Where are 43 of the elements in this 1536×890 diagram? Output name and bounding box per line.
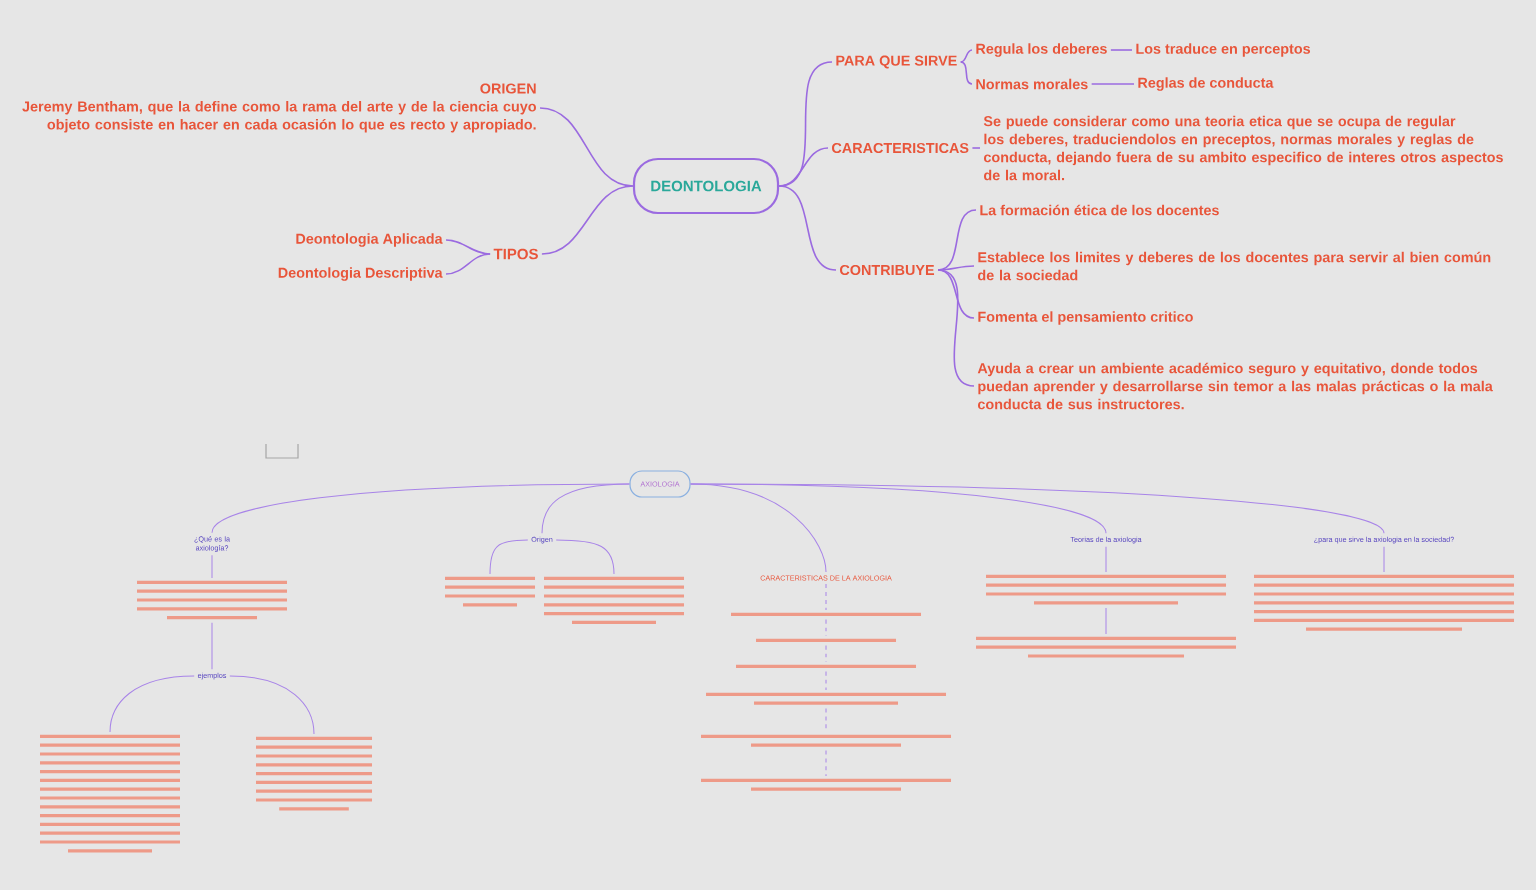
connector-line (937, 269, 975, 387)
connector-line (690, 483, 1385, 534)
connector-line (1105, 546, 1107, 573)
connector-line (1383, 546, 1385, 573)
connector-line (825, 749, 827, 777)
blurred-text-drawing (137, 580, 287, 620)
blurred-text-drawing (544, 576, 684, 624)
connector-line (1090, 83, 1135, 85)
blurred-text-drawing (706, 692, 946, 705)
connector-line (959, 61, 973, 85)
connector-line (825, 619, 827, 637)
connector-line (937, 209, 977, 271)
connector-line (778, 147, 829, 187)
connector-line (445, 253, 491, 275)
connector-line (778, 185, 837, 271)
blurred-text-drawing (976, 636, 1236, 658)
connector-line (445, 239, 491, 255)
blurred-text-drawing (701, 734, 951, 747)
connector-line (541, 185, 634, 255)
connector-line (825, 707, 827, 733)
connector-line (937, 265, 975, 271)
connector-line (229, 675, 315, 735)
blurred-text-drawing (701, 778, 951, 791)
connector-line (959, 49, 973, 63)
blurred-text-drawing (1254, 574, 1514, 631)
connector-line (541, 483, 630, 534)
connector-line (825, 645, 827, 663)
connector-line (1105, 607, 1107, 635)
connector-line (211, 554, 213, 579)
connector-line (109, 675, 195, 733)
blurred-text-drawing (40, 734, 180, 853)
blurred-text-drawing (986, 574, 1226, 605)
connector-line (825, 583, 827, 611)
connector-line (555, 539, 615, 575)
blurred-text-drawing (445, 576, 535, 607)
connector-line (1110, 49, 1133, 51)
blurred-text-drawing (256, 736, 372, 811)
connector-line (825, 671, 827, 691)
connector-line (937, 269, 975, 319)
connector-line (971, 147, 981, 149)
connector-line (211, 622, 213, 670)
connector-line (539, 107, 634, 187)
connector-line (489, 539, 529, 575)
